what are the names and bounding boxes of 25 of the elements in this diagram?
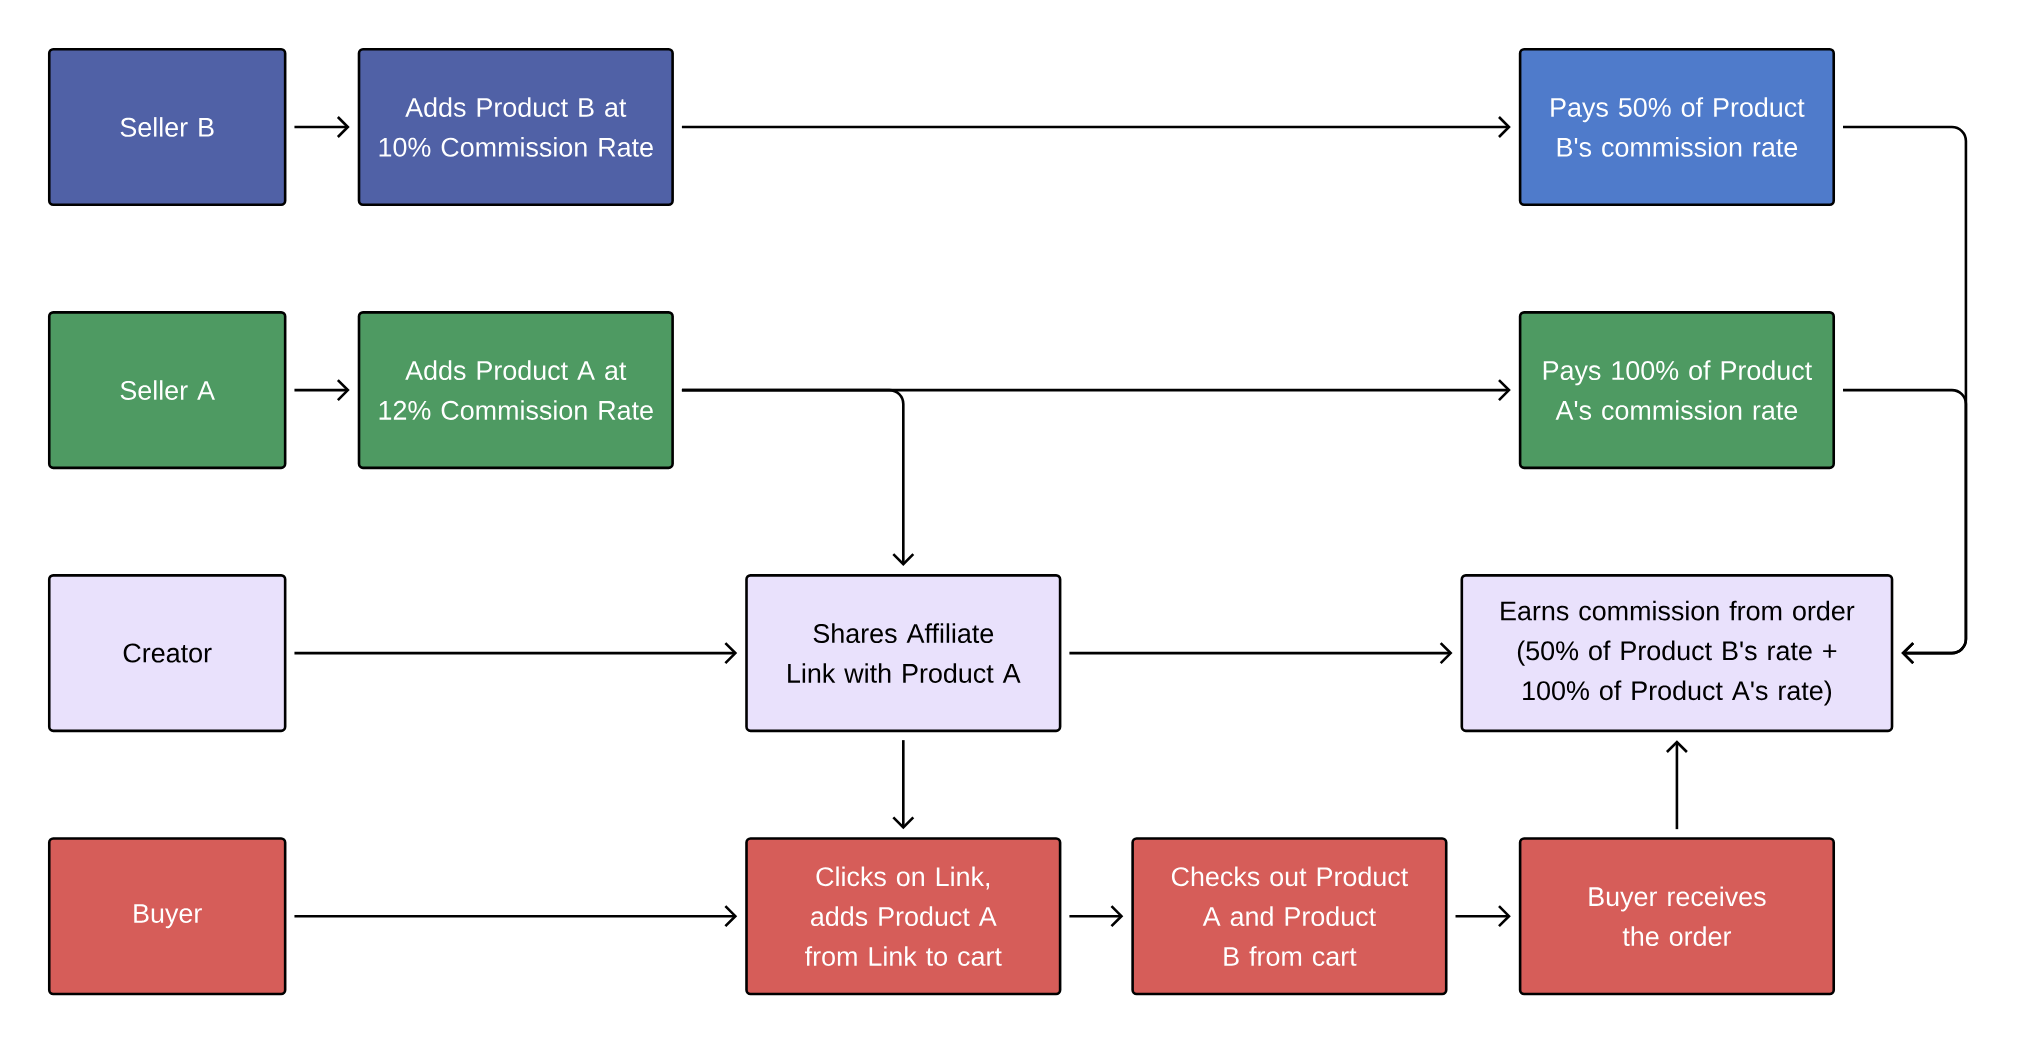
process-box: Adds Product A at 12% Commission Rate: [357, 311, 674, 470]
process-box: Seller A: [47, 311, 287, 470]
process-box: Shares Affiliate Link with Product A: [745, 574, 1062, 733]
process-box: Adds Product B at 10% Commission Rate: [357, 47, 674, 207]
process-box: Pays 100% of Product A's commission rate: [1518, 311, 1835, 470]
arrow: [1843, 388, 1968, 664]
arrow: [294, 116, 350, 138]
arrow: [1069, 905, 1124, 928]
process-box: Earns commission from order (50% of Product B's rate + 100% of Product A's rate): [1460, 574, 1894, 733]
arrow: [1069, 642, 1453, 664]
process-box: Checks out Product A and Product B from cart: [1131, 837, 1448, 996]
process-box: Seller B: [47, 47, 287, 207]
arrow: [1666, 740, 1688, 830]
arrow: [294, 642, 738, 664]
process-box: Creator: [47, 574, 287, 733]
process-box: Clicks on Link, adds Product A from Link to cart: [745, 837, 1062, 996]
arrow: [294, 379, 350, 401]
arrow: [1455, 905, 1511, 928]
arrow: [681, 116, 1511, 138]
arrow: [892, 740, 915, 830]
arrow: [294, 905, 738, 928]
arrow: [681, 388, 915, 567]
process-box: Buyer: [47, 837, 287, 996]
process-box: Buyer receives the order: [1518, 837, 1835, 996]
process-box: Pays 50% of Product B's commission rate: [1518, 47, 1835, 207]
